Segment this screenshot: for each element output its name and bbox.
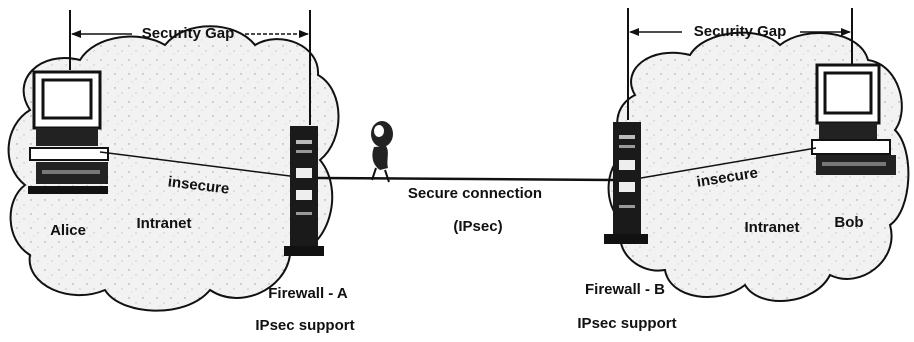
firewall-a-ipsec-label: IPsec support [255,317,354,334]
firewall-b-ipsec-label: IPsec support [577,315,676,332]
firewall-a-label: Firewall - A [268,285,348,302]
ipsec-protocol-label: (IPsec) [453,218,502,235]
right-intranet-label: Intranet [744,219,799,236]
secure-connection-link [318,178,613,180]
left-intranet-label: Intranet [136,215,191,232]
right-security-gap-label: Security Gap [694,23,787,40]
secure-connection-label: Secure connection [408,185,542,202]
alice-computer-icon [28,72,108,194]
left-security-gap-label: Security Gap [142,25,235,42]
bob-label: Bob [834,214,863,231]
firewall-b-label: Firewall - B [585,281,665,298]
eavesdropper-icon [371,121,393,182]
firewall-a-tower-icon [284,126,324,256]
alice-label: Alice [50,222,86,239]
